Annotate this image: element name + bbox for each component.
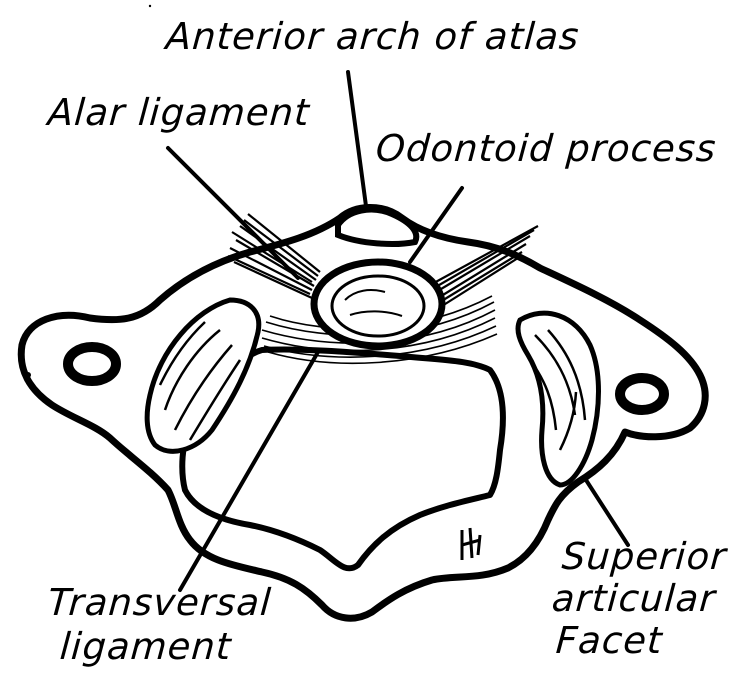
alar-ligament-label: Alar ligament [47,94,311,132]
right-transverse-foramen [620,378,664,410]
transversal-ligament-label-line2: ligament [59,628,233,666]
superior-facet-label-line3: Facet [555,622,664,660]
superior-facet-label-line2: articular [551,580,717,618]
odontoid-process-inner [332,276,424,336]
left-transverse-foramen [68,347,116,381]
anterior-arch-label: Anterior arch of atlas [165,18,581,56]
transversal-ligament-label-line1: Transversal [47,584,273,622]
superior-facet-label-line1: Superior [561,538,728,576]
odontoid-process-label: Odontoid process [375,130,718,168]
